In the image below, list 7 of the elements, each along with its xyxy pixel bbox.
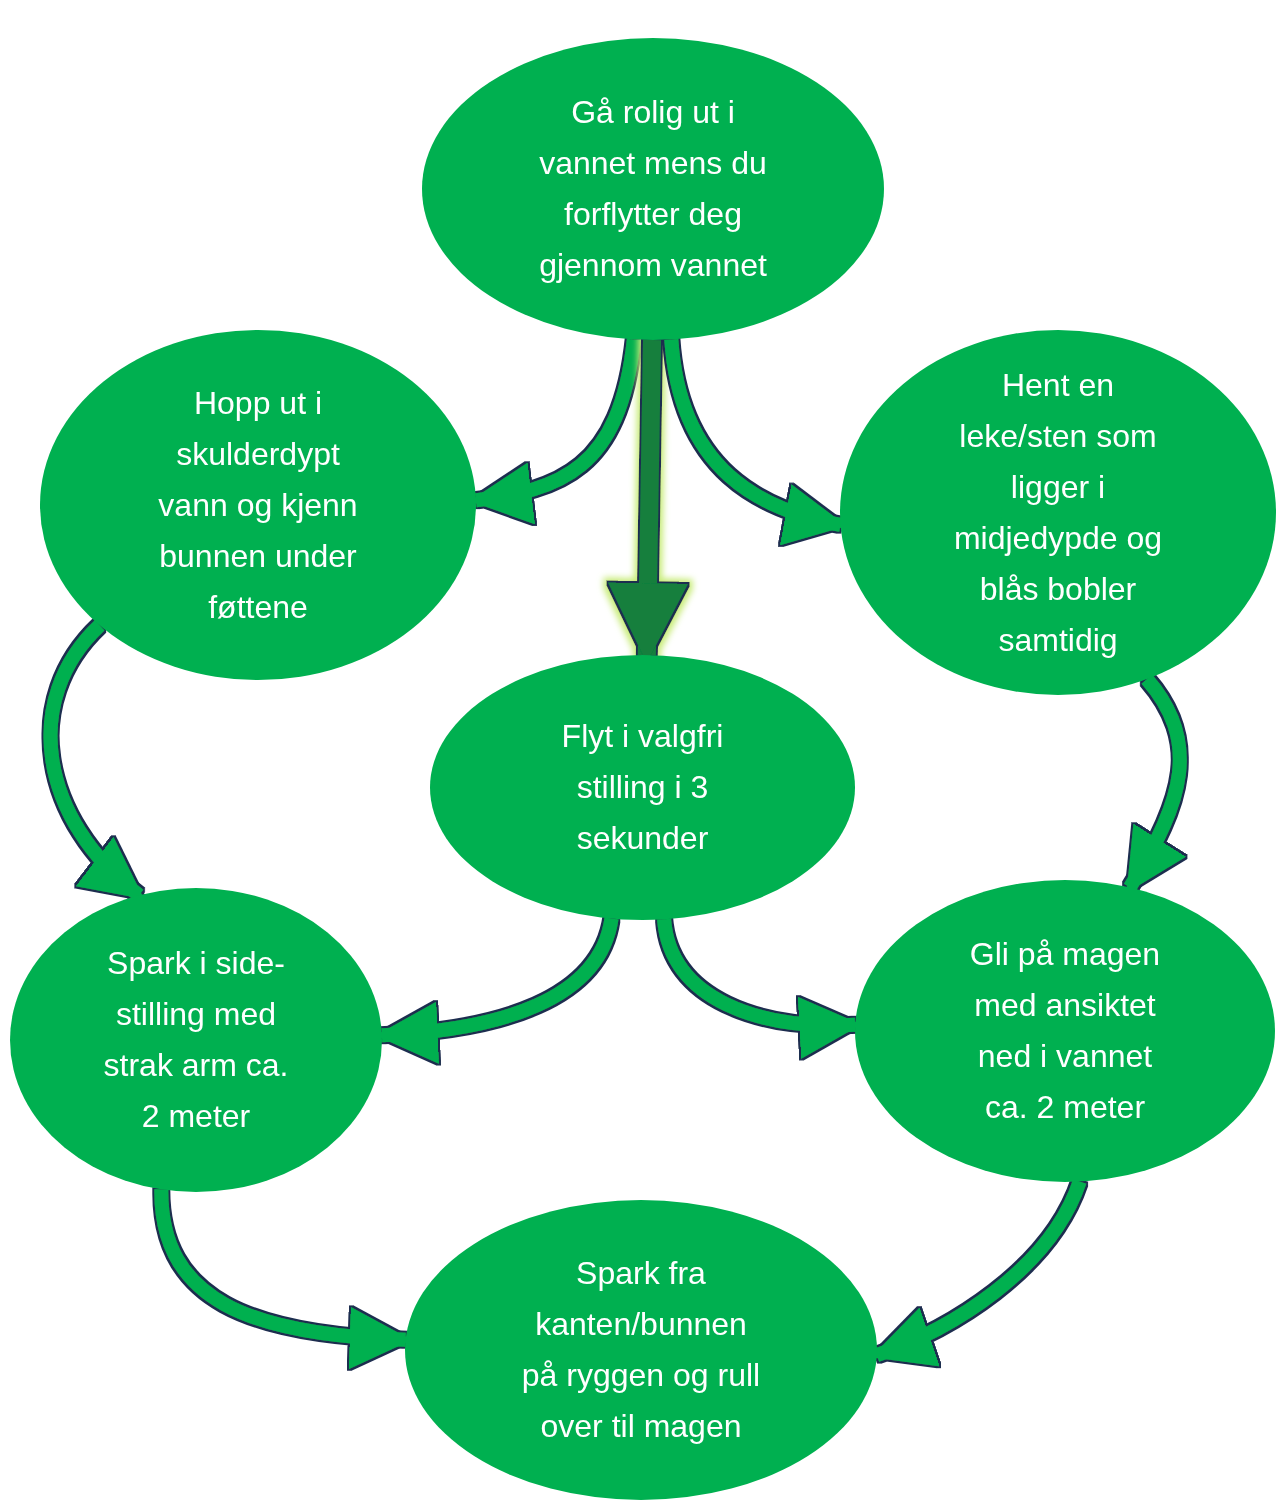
step-text: Flyt i valgfri stilling i 3 sekunder [560, 717, 725, 858]
step-text: Spark fra kanten/bunnen på ryggen og rull over til magen [520, 1254, 762, 1446]
step-text: Spark i side-stilling med strak arm ca. 2 meter [102, 944, 290, 1136]
step-text: Hopp ut i skulderdypt vann og kjenn bunnen under føttene [157, 383, 359, 627]
step-text: Gå rolig ut i vannet mens du forflytter deg gjennom vannet [538, 93, 768, 285]
step-text: Gli på magen med ansiktet ned i vannet ca. 2 meter [968, 935, 1162, 1127]
step-text: Hent en leke/sten som ligger i midjedypde og blås bobler samtidig [952, 365, 1164, 660]
